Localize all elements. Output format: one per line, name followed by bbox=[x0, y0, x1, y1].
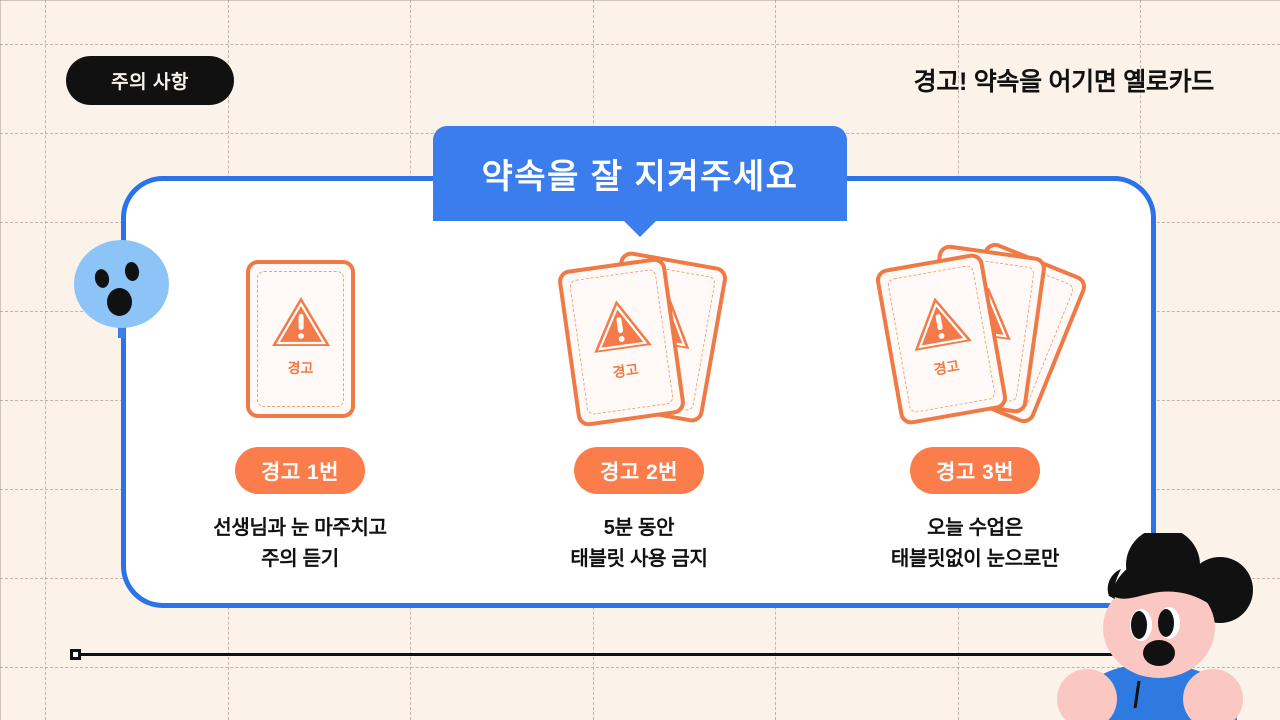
warning-triangle-icon bbox=[269, 294, 333, 350]
warning-pill-1: 경고 1번 bbox=[235, 447, 365, 494]
warning-card-stack-2: 경고 경고 bbox=[489, 249, 789, 435]
blue-face-stem bbox=[118, 320, 125, 338]
warning-caption-1: 선생님과 눈 마주치고 주의 듣기 bbox=[213, 513, 387, 575]
notice-badge-label: 주의 사항 bbox=[111, 72, 189, 93]
face-eye-left bbox=[93, 267, 111, 290]
warning-column-2: 경고 경고 경고 2번 5분 동안 태블릿 사용 금지 bbox=[489, 249, 789, 575]
warning-card: 경고 bbox=[874, 251, 1009, 427]
face-mouth bbox=[107, 288, 132, 316]
warning-triangle-icon bbox=[584, 293, 655, 357]
cartoon-character bbox=[1053, 533, 1280, 720]
caption-line: 선생님과 눈 마주치고 bbox=[213, 517, 387, 539]
warning-caption-3: 오늘 수업은 태블릿없이 눈으로만 bbox=[891, 513, 1059, 575]
warning-card: 경고 bbox=[556, 256, 687, 428]
line-handle-icon[interactable] bbox=[70, 649, 81, 660]
caption-line: 오늘 수업은 bbox=[927, 517, 1023, 539]
warning-card-stack-1: 경고 bbox=[150, 250, 450, 435]
warning-pill-label: 경고 3번 bbox=[936, 460, 1014, 484]
warning-triangle-icon bbox=[902, 289, 975, 355]
warning-card-stack-3: 경고 경고 bbox=[825, 239, 1125, 435]
caption-line: 태블릿 사용 금지 bbox=[570, 548, 708, 570]
face-eye-right bbox=[123, 261, 141, 282]
grid-line-horizontal bbox=[0, 667, 1280, 668]
warning-pill-2: 경고 2번 bbox=[574, 447, 704, 494]
grid-line-vertical bbox=[45, 0, 46, 720]
warning-card: 경고 bbox=[246, 260, 355, 418]
caption-line: 태블릿없이 눈으로만 bbox=[890, 548, 1060, 570]
banner-title-box: 약속을 잘 지켜주세요 bbox=[433, 126, 847, 237]
warning-triangle-wrap bbox=[565, 290, 673, 360]
banner-title: 약속을 잘 지켜주세요 bbox=[481, 158, 799, 196]
caption-line: 주의 듣기 bbox=[261, 548, 339, 570]
page-headline: 경고! 약속을 어기면 옐로카드 bbox=[913, 68, 1215, 96]
warning-triangle-wrap bbox=[884, 286, 993, 359]
notice-badge: 주의 사항 bbox=[66, 56, 234, 105]
warning-column-3: 경고 경고 bbox=[825, 239, 1125, 575]
warning-pill-label: 경고 1번 bbox=[261, 460, 339, 484]
warning-caption-2: 5분 동안 태블릿 사용 금지 bbox=[570, 513, 708, 575]
surprised-face-icon bbox=[74, 240, 169, 328]
caption-line: 5분 동안 bbox=[603, 517, 675, 539]
banner-notch bbox=[624, 221, 656, 237]
warning-pill-label: 경고 2번 bbox=[600, 460, 678, 484]
warning-column-1: 경고 경고 1번 선생님과 눈 마주치고 주의 듣기 bbox=[150, 250, 450, 575]
grid-line-horizontal bbox=[0, 44, 1280, 45]
warning-triangle-wrap bbox=[250, 294, 351, 350]
card-dashed-border bbox=[257, 271, 344, 407]
bottom-divider-line bbox=[76, 653, 1146, 656]
card-label: 경고 bbox=[287, 360, 314, 376]
warning-pill-3: 경고 3번 bbox=[910, 447, 1040, 494]
